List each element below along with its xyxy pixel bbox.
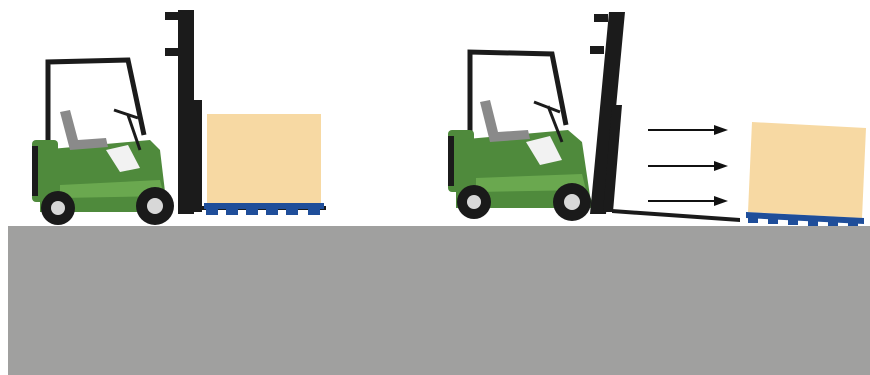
arrow [648, 125, 728, 135]
mast-mid-bracket [590, 46, 604, 54]
counterweight-slots [448, 136, 454, 186]
front-wheel-hub [564, 194, 580, 210]
steering-wheel [534, 102, 560, 112]
mast-top-bracket [165, 12, 179, 20]
arrow [648, 161, 728, 171]
rear-wheel-hub [467, 195, 481, 209]
fork [612, 209, 740, 222]
floor [8, 226, 870, 375]
front-wheel-hub [147, 198, 163, 214]
mast-top-bracket [594, 14, 608, 22]
cardboard-box [748, 122, 866, 218]
load-left [204, 114, 324, 215]
arrow [648, 196, 728, 206]
steering-wheel [114, 110, 138, 118]
motion-arrows [648, 125, 728, 206]
overhead-guard [470, 52, 566, 132]
mast-outer [178, 10, 194, 214]
mast-mid-bracket [165, 48, 179, 56]
rear-wheel-hub [51, 201, 65, 215]
forklift-right [448, 12, 740, 222]
blue-pallet [204, 203, 324, 209]
overhead-guard [48, 60, 144, 140]
seat [480, 100, 530, 142]
counterweight-slots [32, 146, 38, 196]
load-right [746, 122, 866, 226]
mast-inner [192, 100, 202, 212]
cardboard-box [207, 114, 321, 203]
seat [60, 110, 108, 150]
